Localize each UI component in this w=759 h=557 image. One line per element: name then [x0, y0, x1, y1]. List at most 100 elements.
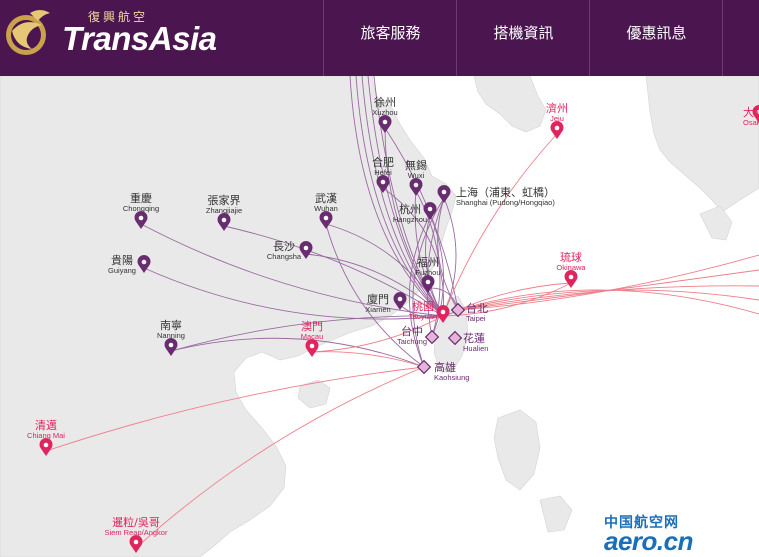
fuzhou-label: 福州: [417, 255, 439, 269]
siemreap-label: 暹粒/吳哥: [112, 515, 160, 529]
changsha-pin-icon[interactable]: [299, 241, 313, 259]
kaohsiung-label: 高雄: [434, 360, 456, 374]
xuzhou-pin-icon[interactable]: [378, 115, 392, 133]
logo-chinese-name: 復興航空: [88, 10, 149, 24]
route-north-2: [361, 76, 444, 317]
taichung-hub-icon[interactable]: [424, 329, 440, 345]
hangzhou-pin-icon[interactable]: [423, 202, 437, 220]
hualien-hub-icon[interactable]: [447, 330, 463, 346]
taoyuan-label: 桃園: [412, 299, 434, 313]
jeju-label: 濟州: [546, 101, 568, 115]
okinawa-label: 琉球: [560, 250, 582, 264]
kaohsiung-label-en: Kaohsiung: [434, 373, 469, 382]
wuxi-label-en: Wuxi: [408, 171, 425, 180]
chongqing-label-en: Chongqing: [123, 204, 159, 213]
land-4: [645, 76, 759, 213]
transasia-logo-icon[interactable]: [2, 5, 56, 59]
route-japan-3: [457, 289, 759, 311]
osaka-label: 大阪: [743, 105, 759, 119]
route-zhangjiajie-taoyuan: [223, 225, 444, 317]
route-chongqing-taoyuan: [140, 223, 444, 317]
route-guiyang-taoyuan: [143, 267, 444, 320]
hefei-pin-icon[interactable]: [376, 175, 390, 193]
land-1: [473, 76, 547, 133]
nav-flight-info[interactable]: 搭機資訊: [456, 0, 590, 76]
guiyang-pin-icon[interactable]: [137, 255, 151, 273]
route-xiamen-taipei: [399, 304, 459, 319]
route-okinawa-taipei: [457, 282, 572, 311]
wuhan-pin-icon[interactable]: [319, 211, 333, 229]
nav-promotions[interactable]: 優惠訊息: [589, 0, 723, 76]
route-japan-4: [457, 289, 759, 315]
chiangmai-label-en: Chiang Mai: [27, 431, 65, 440]
zhangjiajie-label: 張家界: [208, 193, 241, 207]
taoyuan-label-en: Taoyuan: [409, 312, 437, 321]
route-hangzhou-taichung: [429, 214, 444, 338]
land-6: [493, 409, 541, 491]
nav-more[interactable]: [722, 0, 759, 76]
hefei-label: 合肥: [372, 155, 394, 169]
route-macau-kaohsiung: [311, 351, 425, 368]
land-0: [0, 76, 457, 557]
macau-pin-icon[interactable]: [305, 339, 319, 357]
land-3: [297, 379, 331, 409]
hualien-label: 花蓮: [463, 331, 485, 345]
jeju-label-en: Jeju: [550, 114, 564, 123]
hangzhou-label: 杭州: [399, 202, 421, 216]
wuxi-pin-icon[interactable]: [409, 178, 423, 196]
osaka-pin-icon[interactable]: [752, 105, 759, 123]
route-nanning-taoyuan: [170, 315, 444, 352]
watermark-english: aero.cn: [604, 526, 694, 556]
logo-english-name[interactable]: TransAsia: [62, 20, 217, 57]
guiyang-label-en: Guiyang: [108, 266, 136, 275]
site-header: 復興航空 TransAsia 旅客服務 搭機資訊 優惠訊息: [0, 0, 759, 76]
okinawa-pin-icon[interactable]: [564, 270, 578, 288]
fuzhou-pin-icon[interactable]: [421, 275, 435, 293]
taipei-hub-icon[interactable]: [450, 302, 466, 318]
macau-label-en: Macau: [301, 332, 324, 341]
guiyang-label: 貴陽: [111, 253, 133, 267]
route-wuhan-kaohsiung: [325, 223, 425, 368]
shanghai-label: 上海（浦東、虹橋）: [456, 185, 555, 199]
route-japan-2: [457, 285, 759, 311]
wuhan-label: 武漢: [315, 192, 337, 205]
zhangjiajie-label-en: Zhangjiajie: [206, 206, 242, 215]
route-jeju-taoyuan: [442, 133, 558, 317]
nav-passenger-service[interactable]: 旅客服務: [323, 0, 457, 76]
route-chiangmai-kaohsiung: [45, 366, 425, 452]
land-layer: [0, 76, 759, 557]
macau-label: 澳門: [301, 320, 323, 333]
chongqing-pin-icon[interactable]: [134, 211, 148, 229]
kaohsiung-hub-icon[interactable]: [416, 359, 432, 375]
route-north-0: [349, 76, 444, 317]
route-nanning-kaohsiung: [170, 337, 425, 368]
shanghai-pin-icon[interactable]: [437, 185, 451, 203]
wuhan-label-en: Wuhan: [314, 204, 338, 213]
route-macau-taoyuan: [311, 315, 444, 353]
taipei-label: 台北: [466, 301, 488, 315]
chiangmai-pin-icon[interactable]: [39, 438, 53, 456]
route-shanghai-taichung: [426, 197, 445, 338]
fuzhou-label-en: Fuzhou: [415, 268, 440, 277]
route-japan-0: [457, 254, 759, 311]
nanning-label-en: Nanning: [157, 331, 185, 340]
changsha-label: 長沙: [273, 240, 295, 253]
route-changsha-taoyuan: [305, 253, 444, 317]
zhangjiajie-pin-icon[interactable]: [217, 213, 231, 231]
land-7: [539, 495, 573, 533]
route-shanghai-taipei: [437, 197, 459, 311]
siemreap-pin-icon[interactable]: [129, 535, 143, 553]
taichung-label-en: Taichung: [397, 337, 427, 346]
changsha-label-en: Changsha: [267, 252, 302, 261]
xiamen-pin-icon[interactable]: [393, 292, 407, 310]
chiangmai-label: 清邁: [35, 418, 57, 432]
shanghai-label-en: Shanghai (Pudong/Hongqiao): [456, 198, 555, 207]
watermark-chinese: 中国航空网: [604, 515, 679, 531]
nanning-pin-icon[interactable]: [164, 338, 178, 356]
jeju-pin-icon[interactable]: [550, 121, 564, 139]
xiamen-label: 廈門: [367, 292, 389, 306]
taoyuan-pin-icon[interactable]: [436, 305, 450, 323]
route-north-4: [373, 76, 444, 317]
